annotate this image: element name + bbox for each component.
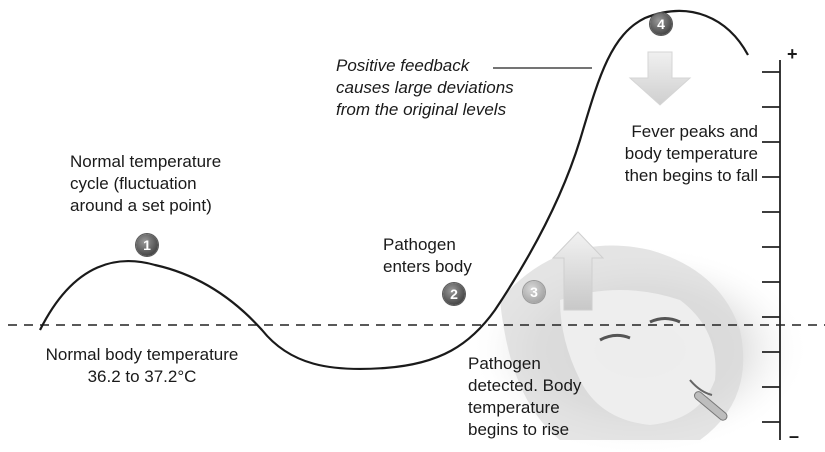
fever-falling-arrow bbox=[630, 52, 690, 105]
scale-plus-sign: + bbox=[787, 44, 798, 65]
normal-cycle-label: Normal temperature cycle (fluctuation ar… bbox=[70, 151, 221, 217]
pathogen-enters-label: Pathogen enters body bbox=[383, 234, 472, 278]
pathogen-detected-label: Pathogen detected. Body temperature begi… bbox=[468, 353, 581, 441]
step-marker-4: 4 bbox=[650, 13, 672, 35]
fever-peaks-label: Fever peaks and body temperature then be… bbox=[588, 121, 758, 187]
scale-minus-sign: – bbox=[789, 426, 799, 447]
step-marker-1: 1 bbox=[136, 234, 158, 256]
step-marker-2: 2 bbox=[443, 283, 465, 305]
step-marker-3: 3 bbox=[523, 281, 545, 303]
positive-feedback-label: Positive feedback causes large deviation… bbox=[336, 55, 514, 121]
normal-body-temperature-label: Normal body temperature 36.2 to 37.2°C bbox=[12, 344, 272, 388]
